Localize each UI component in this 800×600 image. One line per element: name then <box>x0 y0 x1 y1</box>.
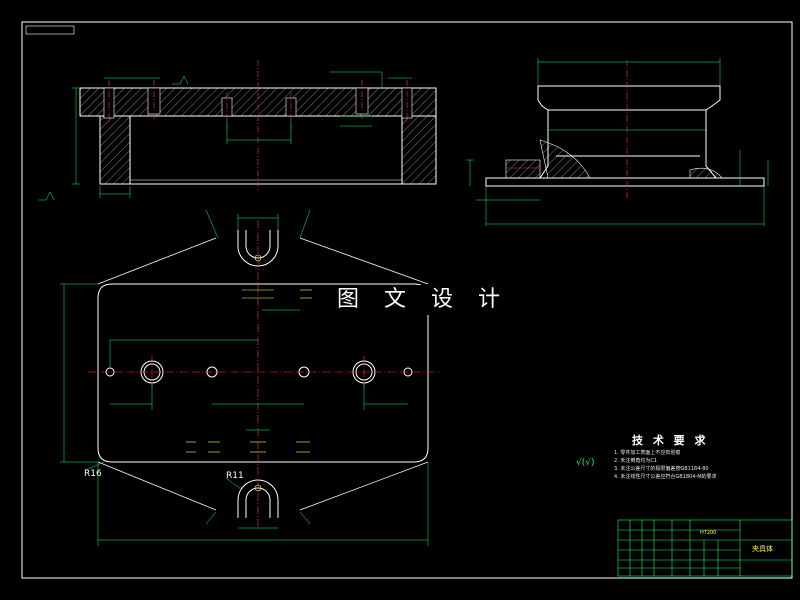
watermark-text: 图 文 设 计 <box>334 285 512 315</box>
tech-requirement-3: 3. 未注公差尺寸的极限偏差按GB1184-80 <box>614 466 709 472</box>
top-view: R16 R11 <box>60 209 440 546</box>
title-block-part-name: 夹具体 <box>752 545 773 553</box>
tech-requirement-1: 1. 零件加工表面上不应有划痕 <box>614 450 681 456</box>
radius-label-r11: R11 <box>226 471 244 481</box>
surface-roughness-symbol: √(√) <box>576 458 595 468</box>
title-block <box>617 519 793 577</box>
side-view <box>466 58 769 226</box>
front-section-view <box>38 60 437 201</box>
radius-label-r16: R16 <box>84 469 102 479</box>
title-block-material: HT200 <box>700 530 717 536</box>
tech-requirement-2: 2. 未注倒角均为C1 <box>614 458 658 464</box>
right-wall-section <box>401 115 437 185</box>
tech-requirement-4: 4. 未注线性尺寸公差应符合GB1804-M的要求 <box>614 474 717 480</box>
tech-requirements-title: 技 术 要 求 <box>632 434 709 447</box>
drawing-number-box <box>25 25 75 35</box>
drawing-border <box>21 21 793 579</box>
left-wall-section <box>99 115 131 185</box>
